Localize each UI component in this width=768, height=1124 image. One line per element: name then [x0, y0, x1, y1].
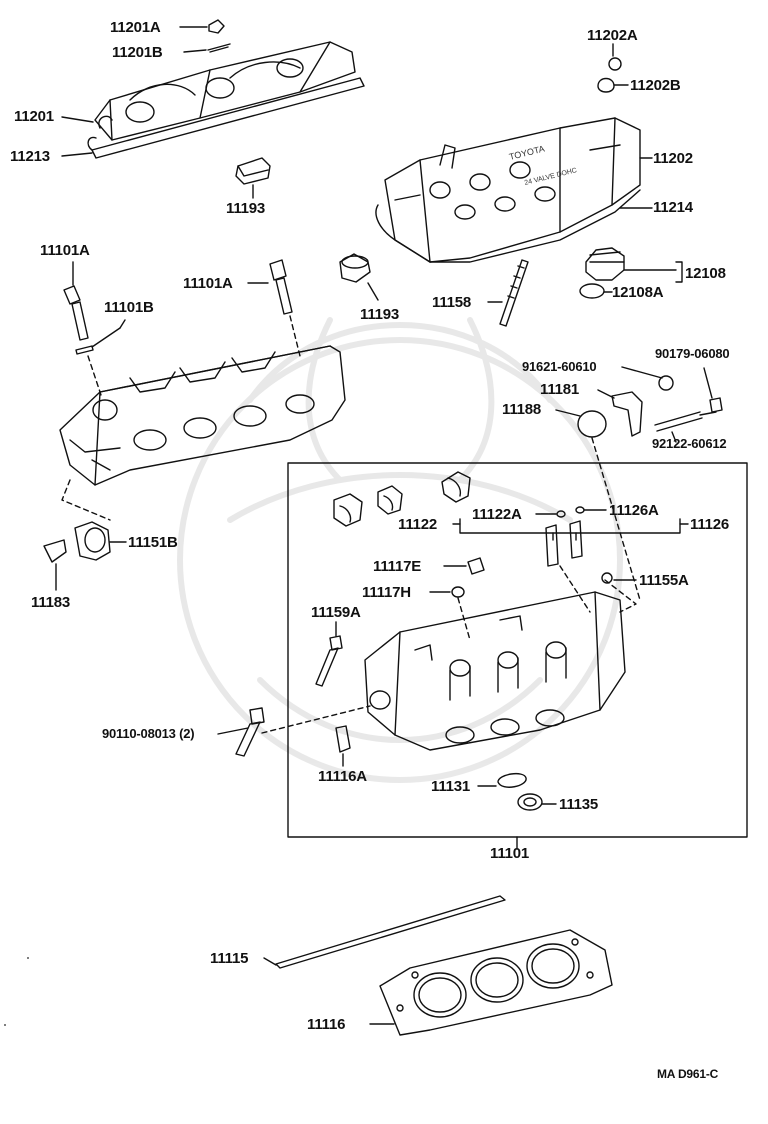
label-12108A: 12108A	[612, 284, 664, 301]
gasket-11115	[275, 895, 506, 969]
part-11181	[611, 391, 643, 437]
part-90179	[709, 397, 723, 413]
label-11151B: 11151B	[128, 534, 178, 551]
label-11202A: 11202A	[587, 27, 638, 44]
seal-11116A	[335, 725, 351, 753]
part-11193-lower	[339, 253, 371, 283]
bolt-11101A-left	[63, 285, 81, 305]
left-valve-cover	[87, 41, 365, 159]
part-92122	[654, 411, 703, 432]
part-11202A	[608, 57, 622, 71]
label-11126: 11126	[690, 516, 730, 533]
part-11202B	[597, 77, 615, 93]
label-11201A: 11201A	[110, 19, 161, 36]
label-11202B: 11202B	[630, 77, 681, 94]
label-12108: 12108	[685, 265, 726, 282]
label-11117E: 11117E	[373, 558, 422, 575]
right-valve-cover	[375, 117, 641, 263]
label-11101A-right: 11101A	[183, 275, 233, 292]
part-11188	[577, 410, 607, 438]
part-11201A	[208, 19, 225, 34]
bolt-11101A-right	[269, 259, 287, 281]
head-gasket-11116	[379, 929, 613, 1036]
part-11151B	[74, 521, 111, 561]
part-11201B	[207, 43, 231, 53]
label-91621-60610: 91621-60610	[522, 359, 597, 374]
label-11201B: 11201B	[112, 44, 163, 61]
label-11101B: 11101B	[104, 299, 154, 316]
diagram-reference-code: MA D961-C	[657, 1067, 719, 1081]
part-11158	[499, 259, 529, 327]
seal-11135	[517, 793, 543, 811]
label-11101: 11101	[490, 845, 530, 862]
label-11201: 11201	[14, 108, 54, 125]
label-11101A-left: 11101A	[40, 242, 90, 259]
label-11126A: 11126A	[609, 502, 659, 519]
bearing-cap-3	[441, 471, 471, 503]
bearing-cap-2	[377, 485, 403, 515]
part-11193-upper	[235, 157, 271, 185]
part-11126A	[575, 506, 585, 514]
right-cylinder-head	[364, 591, 626, 751]
plug-11117E	[467, 557, 485, 575]
bolt-90110	[249, 707, 265, 725]
label-90179-06080: 90179-06080	[655, 346, 730, 361]
plug-11117H	[451, 586, 465, 598]
watermark-emblem	[177, 317, 623, 783]
valve-guide-2	[569, 520, 583, 559]
label-11117H: 11117H	[362, 584, 411, 601]
label-11193-lower: 11193	[360, 306, 400, 323]
cover-sub-text: 24 VALVE DOHC	[524, 167, 578, 187]
washer-11101B	[75, 345, 94, 355]
label-11115: 11115	[210, 950, 249, 967]
label-90110-08013: 90110-08013 (2)	[102, 726, 195, 741]
label-11213: 11213	[10, 148, 50, 165]
label-11116A: 11116A	[318, 768, 367, 785]
label-11122A: 11122A	[472, 506, 522, 523]
plug-11155A	[601, 572, 613, 584]
label-11158: 11158	[432, 294, 472, 311]
part-11122A	[556, 510, 566, 518]
label-11193-upper: 11193	[226, 200, 266, 217]
label-11122: 11122	[398, 516, 438, 533]
label-11181: 11181	[540, 381, 580, 398]
label-11159A: 11159A	[311, 604, 361, 621]
label-11202: 11202	[653, 150, 693, 167]
label-11183: 11183	[31, 594, 71, 611]
label-11131: 11131	[431, 778, 471, 795]
label-11135: 11135	[559, 796, 599, 813]
label-11155A: 11155A	[639, 572, 689, 589]
part-12108A	[579, 283, 605, 299]
label-11188: 11188	[502, 401, 542, 418]
label-11214: 11214	[653, 199, 693, 216]
part-11183	[43, 539, 67, 563]
bearing-cap-1	[333, 493, 363, 527]
valve-guide-1	[545, 524, 559, 567]
seal-11131	[497, 772, 527, 788]
left-cylinder-head	[59, 345, 346, 486]
part-91621	[658, 375, 674, 391]
bolt-11159A	[329, 635, 343, 651]
cover-brand-text: TOYOTA	[508, 143, 546, 161]
label-11116: 11116	[307, 1016, 346, 1033]
label-92122-60612: 92122-60612	[652, 436, 727, 451]
